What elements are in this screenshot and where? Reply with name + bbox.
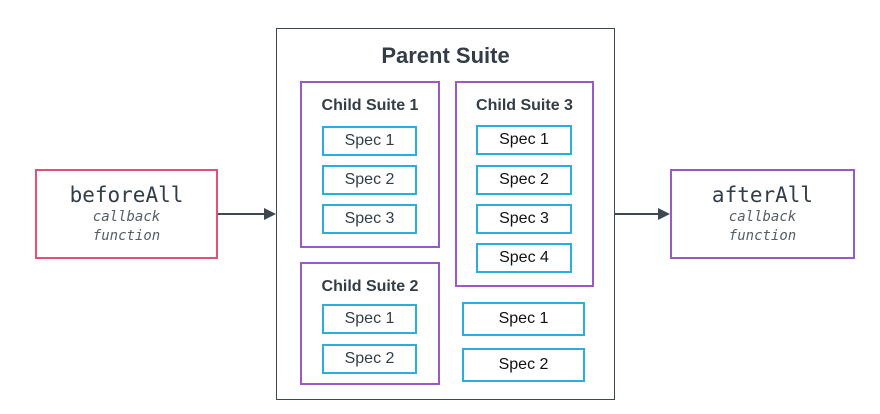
child-suite-3-spec-3: Spec 3 — [476, 204, 572, 234]
after-all-box: afterAll callback function — [670, 169, 855, 259]
child-suite-2-title: Child Suite 2 — [321, 278, 419, 295]
after-all-line1: callback — [728, 209, 797, 225]
child-suite-1-spec-1: Spec 1 — [322, 126, 417, 156]
parent-spec-2: Spec 2 — [462, 348, 585, 382]
after-all-name: afterAll — [711, 183, 814, 207]
after-all-line2: function — [728, 228, 797, 244]
arrow-after-head — [658, 208, 670, 220]
child-suite-1-box: Child Suite 1 — [300, 81, 440, 248]
child-suite-2-spec-1: Spec 1 — [322, 304, 417, 334]
child-suite-2-spec-2: Spec 2 — [322, 344, 417, 374]
parent-spec-1: Spec 1 — [462, 302, 585, 336]
child-suite-3-title: Child Suite 3 — [476, 97, 573, 114]
child-suite-1-spec-3: Spec 3 — [322, 204, 417, 234]
before-all-name: beforeAll — [69, 183, 184, 207]
child-suite-3-box: Child Suite 3 — [455, 81, 594, 287]
before-all-line2: function — [92, 228, 161, 244]
child-suite-2-box: Child Suite 2 — [300, 262, 440, 385]
child-suite-3-spec-2: Spec 2 — [476, 165, 572, 195]
child-suite-1-spec-2: Spec 2 — [322, 165, 417, 195]
child-suite-1-title: Child Suite 1 — [321, 97, 419, 114]
parent-suite-box: Parent Suite — [276, 28, 615, 400]
arrow-before-head — [264, 208, 276, 220]
before-all-box: beforeAll callback function — [35, 169, 218, 259]
child-suite-3-spec-1: Spec 1 — [476, 125, 572, 155]
before-all-line1: callback — [92, 209, 161, 225]
child-suite-3-spec-4: Spec 4 — [476, 243, 572, 273]
parent-suite-title: Parent Suite — [381, 43, 510, 68]
